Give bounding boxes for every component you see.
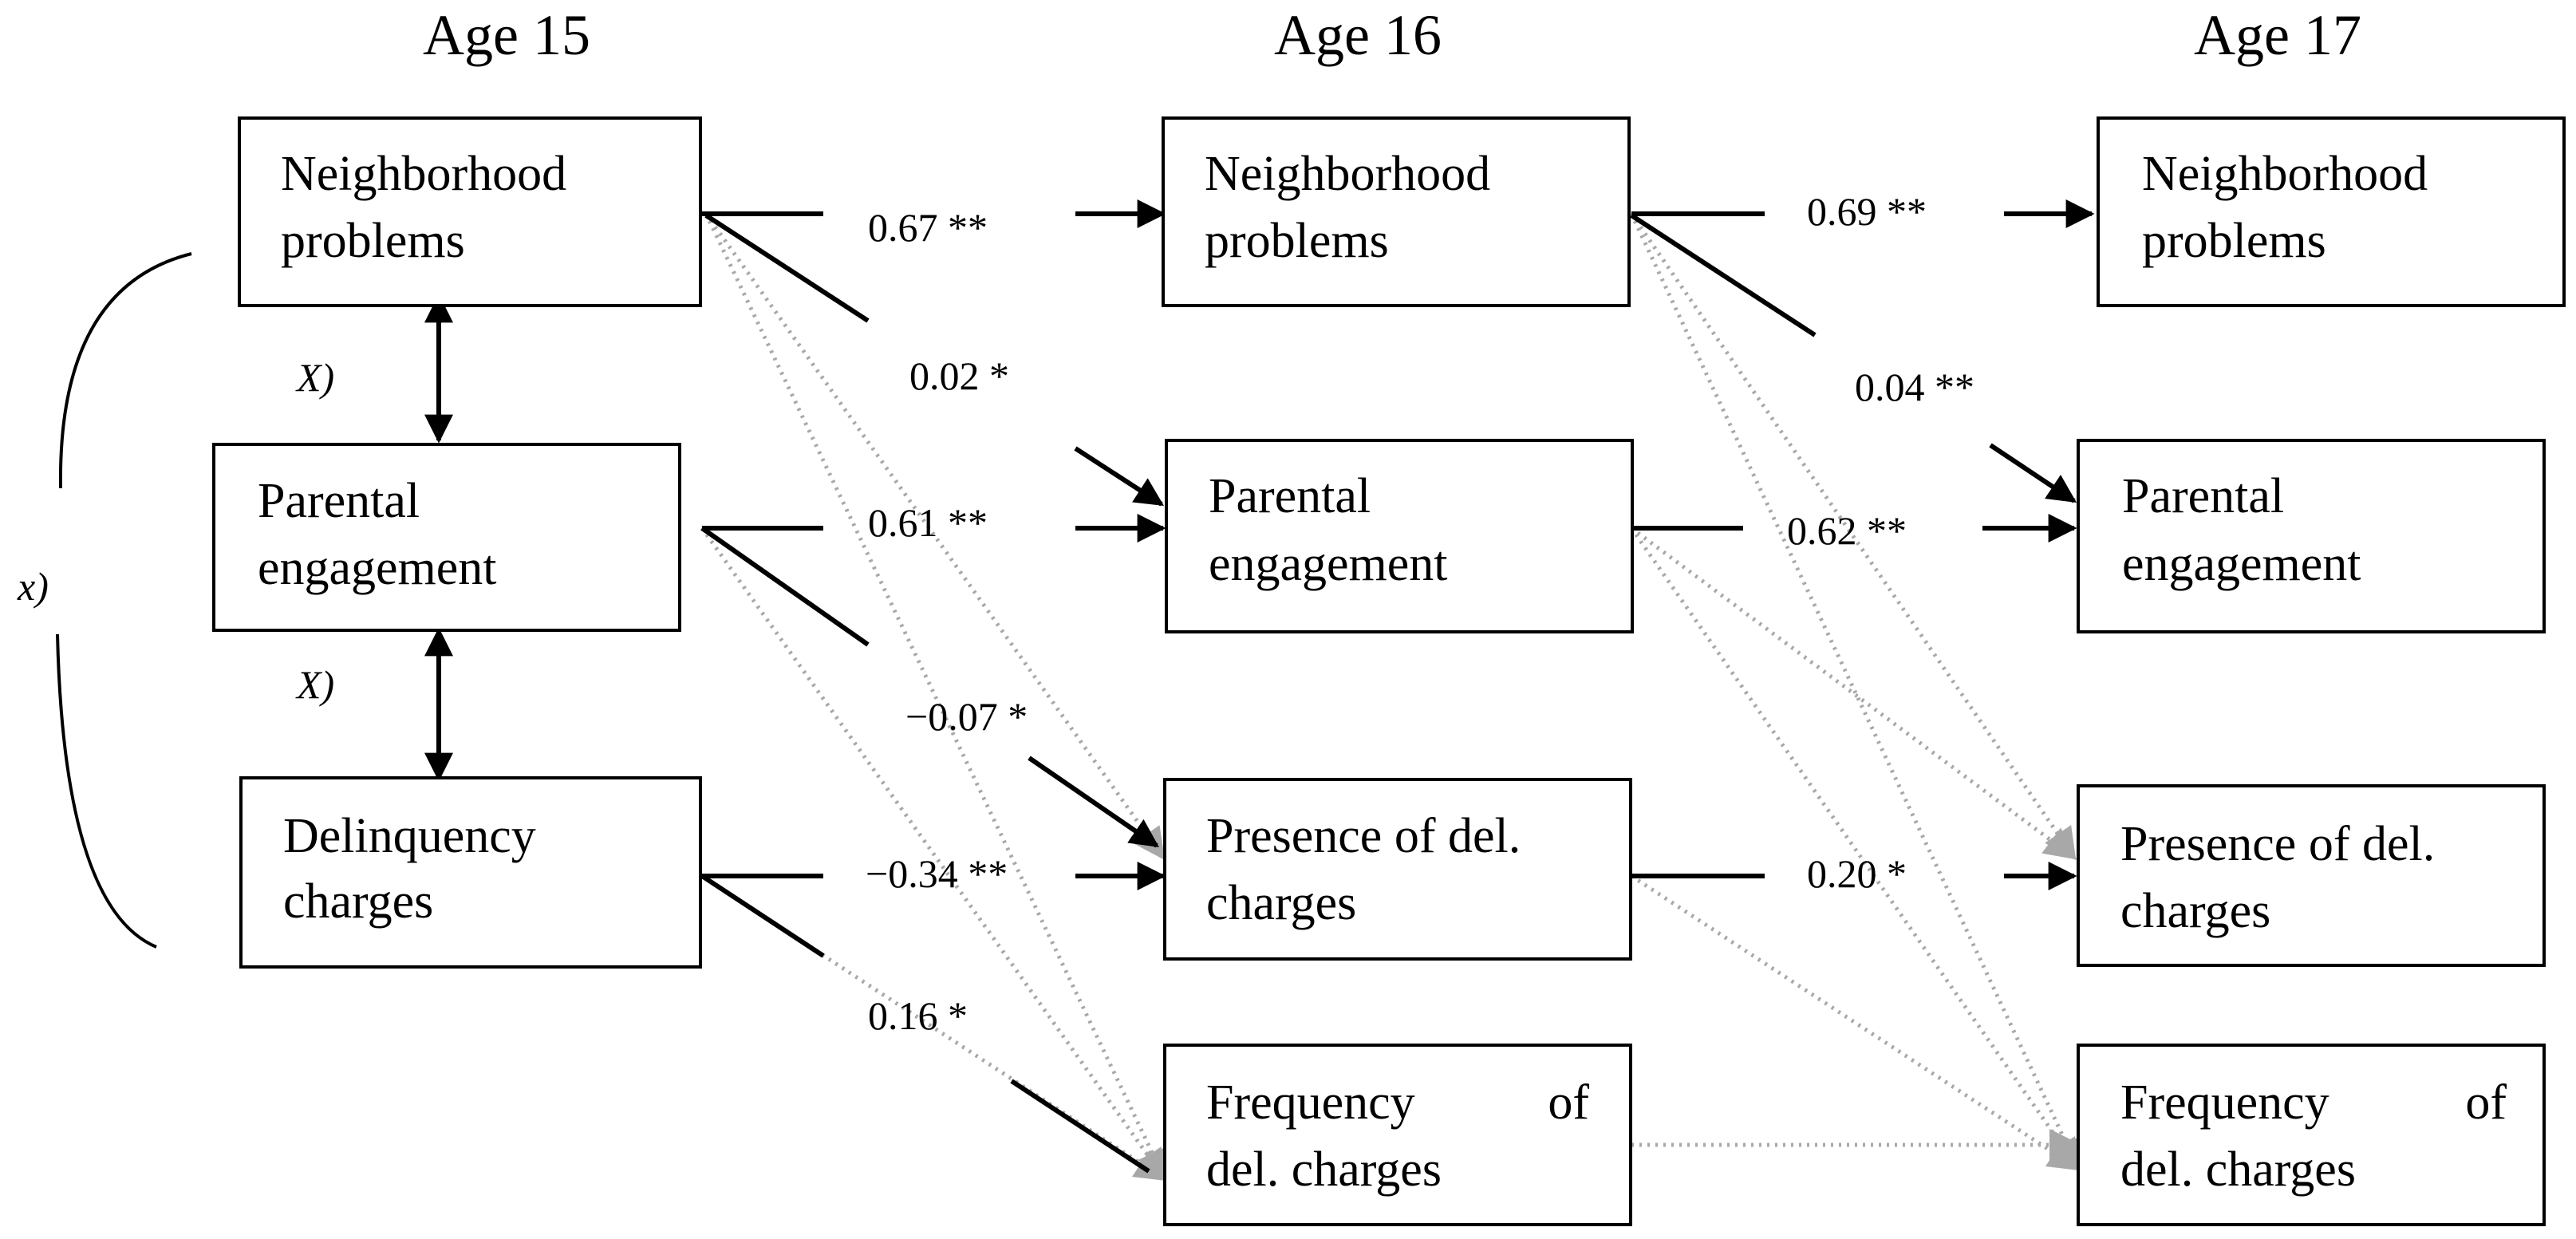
path-pe15-pd16-arrow (1028, 756, 1159, 848)
column-title-age-17: Age 17 (2194, 3, 2361, 67)
node-label: of (2465, 1075, 2507, 1130)
dotted-path-pe16-pd17 (1630, 526, 2077, 860)
path-np16-pe17-segment (1630, 213, 1817, 337)
path-np16-pe17-arrow (1989, 443, 2077, 503)
coefficient-pd16-pd17: 0.20 * (1807, 851, 1907, 896)
node-label: engagement (2122, 537, 2361, 591)
coefficient-pe16-pe17: 0.62 ** (1787, 508, 1907, 553)
node-delinquency-charges-age-15: Delinquency charges (239, 776, 702, 969)
node-label: Parental (258, 474, 420, 528)
node-frequency-del-charges-age-17: Frequency of del. charges (2077, 1044, 2546, 1226)
node-label: del. charges (2120, 1142, 2356, 1197)
node-label: Presence of del. (2120, 817, 2435, 871)
node-label: Parental (2122, 469, 2284, 523)
node-label: problems (1205, 214, 1389, 268)
correlation-labels: X) X) x) (17, 355, 334, 707)
node-neighborhood-problems-age-16: Neighborhood problems (1162, 116, 1631, 307)
coefficient-np15-pe16: 0.02 * (909, 353, 1009, 398)
node-label: engagement (258, 541, 497, 595)
node-label: charges (1206, 876, 1356, 930)
node-neighborhood-problems-age-15: Neighborhood problems (238, 116, 702, 307)
dotted-paths (700, 212, 2081, 1182)
node-label: Presence of del. (1206, 809, 1521, 863)
node-label: problems (281, 214, 465, 268)
node-parental-engagement-age-17: Parental engagement (2077, 439, 2546, 633)
dotted-path-pd16-fd17 (1630, 874, 2081, 1171)
coefficient-pe15-pd16: −0.07 * (905, 694, 1028, 739)
column-title-age-16: Age 16 (1274, 3, 1442, 67)
node-label: del. charges (1206, 1142, 1442, 1197)
solid-paths (56, 199, 2095, 1174)
nodes: Neighborhood problems Parental engagemen… (212, 116, 2566, 1226)
correlation-label-pe15-dc15: X) (295, 662, 334, 707)
coefficient-pe15-pe16: 0.61 ** (868, 500, 988, 545)
coefficient-dc15-fd16: 0.16 * (868, 993, 968, 1038)
coefficient-dc15-pd16: −0.34 ** (866, 851, 1008, 896)
coefficient-np16-pe17: 0.04 ** (1855, 365, 1974, 409)
path-np15-pe16-arrow (1074, 446, 1165, 507)
correlation-label-arc: x) (17, 564, 49, 609)
node-presence-del-charges-age-16: Presence of del. charges (1163, 778, 1632, 961)
node-neighborhood-problems-age-17: Neighborhood problems (2097, 116, 2566, 307)
path-coefficients: 0.67 ** 0.02 * 0.61 ** −0.07 * −0.34 ** … (866, 189, 1974, 1038)
node-parental-engagement-age-16: Parental engagement (1165, 439, 1634, 633)
node-label: problems (2142, 214, 2326, 268)
node-label: Neighborhood (2142, 147, 2428, 201)
node-parental-engagement-age-15: Parental engagement (212, 443, 681, 632)
path-dc15-fd16-segment (700, 874, 825, 958)
node-label: engagement (1209, 537, 1448, 591)
dotted-path-pe15-fd16 (700, 527, 1167, 1182)
path-dc15-fd16-arrow (1010, 1079, 1150, 1174)
node-label: Frequency (1206, 1075, 1415, 1130)
node-presence-del-charges-age-17: Presence of del. charges (2077, 784, 2546, 967)
correlation-arc (56, 252, 192, 949)
node-label: charges (2120, 884, 2270, 938)
column-title-age-15: Age 15 (423, 3, 590, 67)
node-label: Neighborhood (1205, 147, 1490, 201)
node-label: Neighborhood (281, 147, 566, 201)
correlation-label-np15-pe15: X) (295, 355, 334, 400)
coefficient-np16-np17: 0.69 ** (1807, 189, 1927, 234)
node-label: of (1548, 1075, 1589, 1130)
path-np15-pe16-segment (704, 213, 870, 323)
node-frequency-del-charges-age-16: Frequency of del. charges (1163, 1044, 1632, 1226)
node-label: charges (283, 874, 433, 929)
dotted-path-np16-fd17 (1629, 212, 2081, 1172)
node-label: Delinquency (283, 809, 536, 863)
path-pe15-pd16-segment (700, 526, 870, 647)
dotted-path-pe16-fd17 (1629, 527, 2081, 1172)
coefficient-np15-np16: 0.67 ** (868, 205, 988, 250)
node-label: Parental (1209, 469, 1371, 523)
node-label: Frequency (2120, 1075, 2329, 1130)
